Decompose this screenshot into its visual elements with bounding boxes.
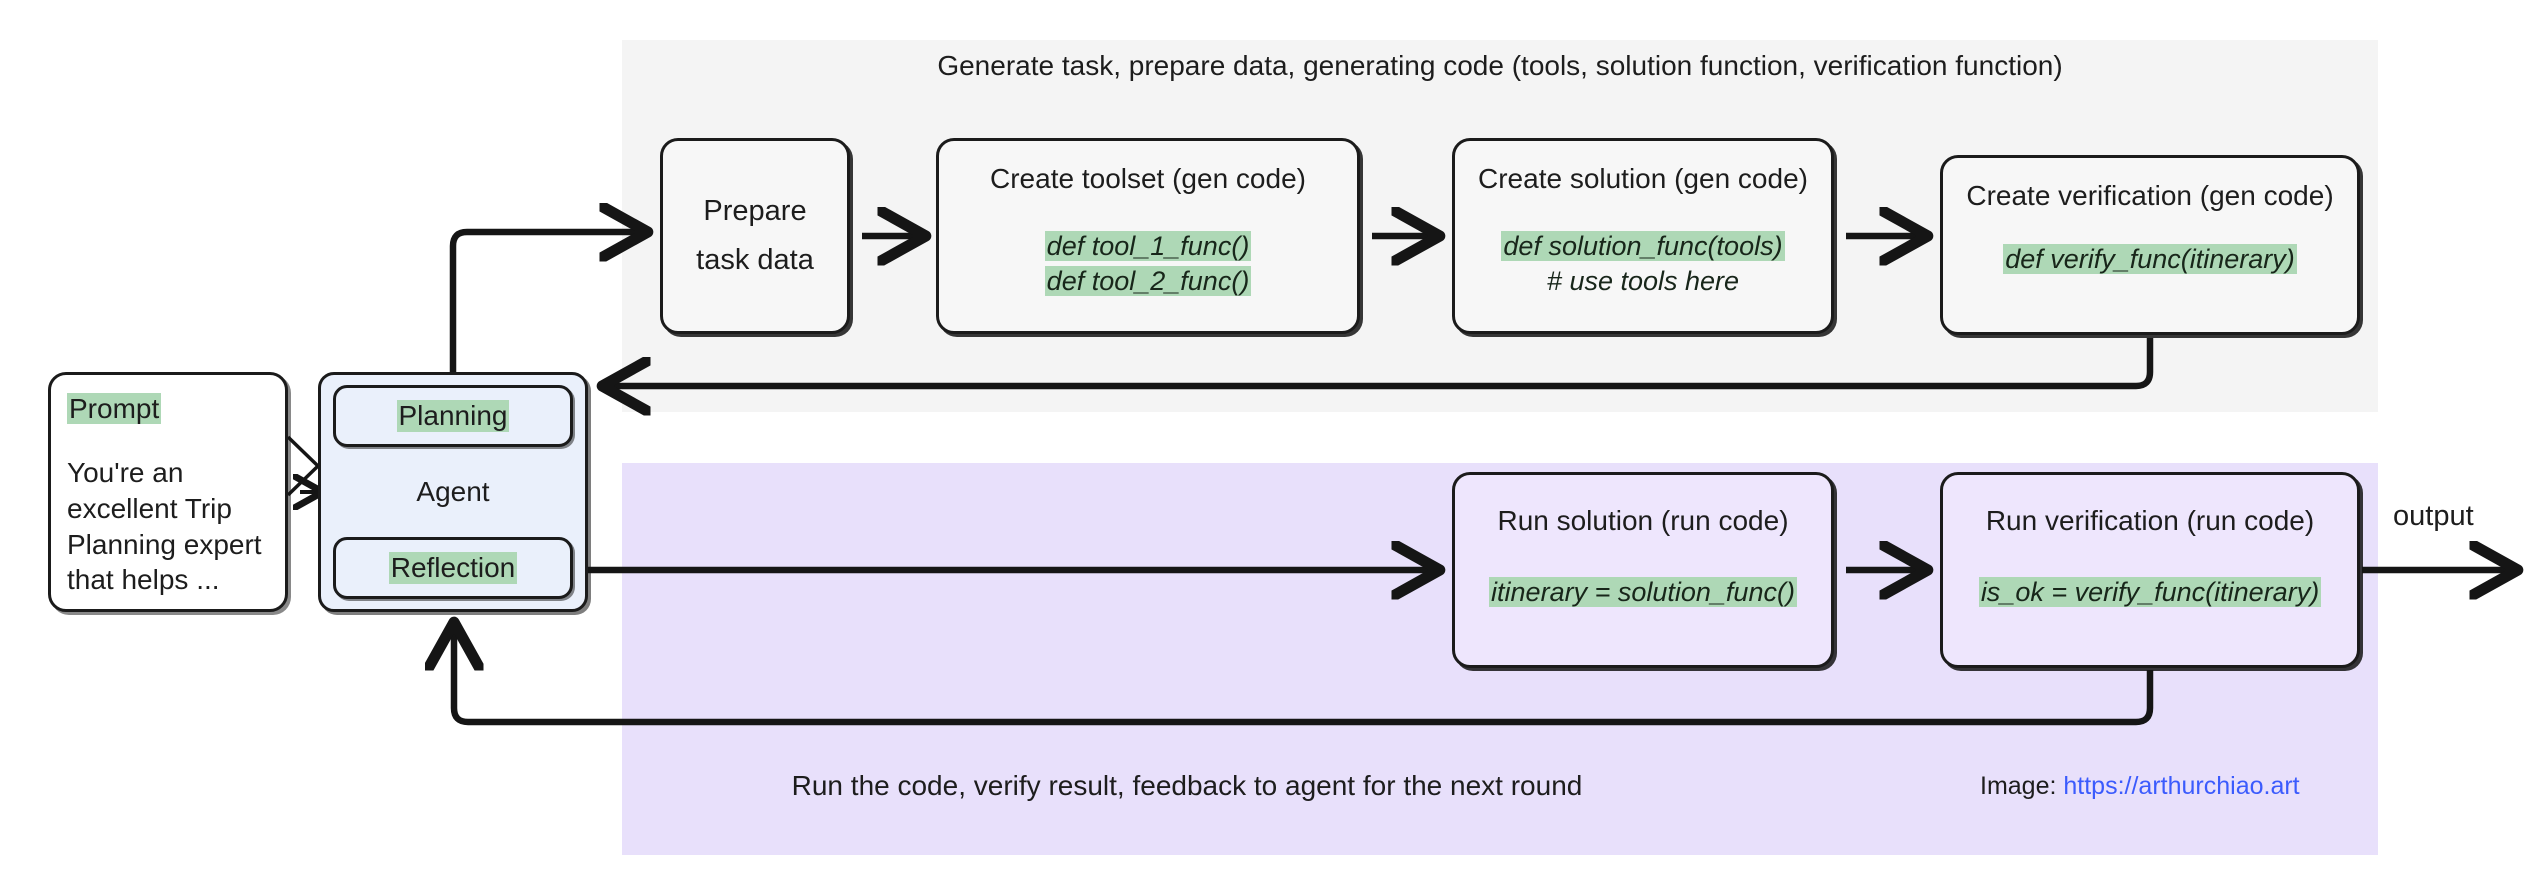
agent-box[interactable]: Planning Agent Reflection — [318, 372, 588, 612]
prepare-task-data-node[interactable]: Prepare task data — [660, 138, 850, 334]
output-label: output — [2393, 500, 2474, 532]
run-verification-code: is_ok = verify_func(itinerary) — [1978, 575, 2322, 610]
create-toolset-title: Create toolset (gen code) — [990, 163, 1306, 194]
prompt-label-text: Prompt — [67, 393, 162, 424]
create-verification-title: Create verification (gen code) — [1966, 180, 2334, 211]
create-solution-node[interactable]: Create solution (gen code) def solution_… — [1452, 138, 1834, 334]
image-credit: Image: https://arthurchiao.art — [1980, 772, 2300, 801]
run-solution-title: Run solution (run code) — [1497, 505, 1789, 536]
create-solution-code: def solution_func(tools) # use tools her… — [1501, 229, 1785, 299]
create-solution-title: Create solution (gen code) — [1478, 163, 1808, 194]
prompt-body: You're an excellent Trip Planning expert… — [67, 457, 262, 596]
verification-code-line-1: def verify_func(itinerary) — [2003, 244, 2297, 275]
run-solution-node[interactable]: Run solution (run code) itinerary = solu… — [1452, 472, 1834, 668]
toolset-code-line-2: def tool_2_func() — [1044, 266, 1252, 297]
toolset-code-line-1: def tool_1_func() — [1044, 231, 1252, 262]
create-verification-code: def verify_func(itinerary) — [2003, 242, 2297, 277]
run-verification-node[interactable]: Run verification (run code) is_ok = veri… — [1940, 472, 2360, 668]
run-solution-code-line-1: itinerary = solution_func() — [1489, 577, 1797, 608]
prompt-label: Prompt — [67, 393, 269, 425]
agent-reflection-module[interactable]: Reflection — [333, 537, 573, 599]
credit-link[interactable]: https://arthurchiao.art — [2063, 772, 2300, 800]
solution-code-line-1: def solution_func(tools) — [1501, 231, 1785, 262]
prepare-line-2: task data — [696, 244, 814, 276]
prepare-line-1: Prepare — [703, 194, 807, 227]
verification-to-agent-feedback-arrow — [610, 338, 2154, 386]
agent-planning-label: Planning — [396, 400, 510, 432]
agent-label: Agent — [416, 476, 490, 507]
generate-phase-title: Generate task, prepare data, generating … — [937, 50, 2063, 81]
agent-to-prepare-arrow — [449, 232, 640, 372]
agent-reflection-label: Reflection — [388, 552, 518, 584]
prompt-box[interactable]: Prompt You're an excellent Trip Planning… — [48, 372, 288, 612]
run-verification-code-line-1: is_ok = verify_func(itinerary) — [1978, 577, 2322, 608]
run-solution-code: itinerary = solution_func() — [1489, 575, 1797, 610]
create-verification-node[interactable]: Create verification (gen code) def verif… — [1940, 155, 2360, 335]
agent-planning-module[interactable]: Planning — [333, 385, 573, 447]
run-verification-title: Run verification (run code) — [1985, 505, 2315, 536]
create-toolset-node[interactable]: Create toolset (gen code) def tool_1_fun… — [936, 138, 1360, 334]
prompt-bubble-tail — [286, 435, 320, 497]
run-phase-caption: Run the code, verify result, feedback to… — [791, 770, 1583, 801]
credit-prefix: Image: — [1980, 772, 2057, 800]
create-toolset-code: def tool_1_func() def tool_2_func() — [1044, 229, 1252, 299]
solution-code-line-2: # use tools here — [1546, 266, 1740, 297]
run-verification-to-agent-feedback-arrow — [454, 630, 2154, 726]
